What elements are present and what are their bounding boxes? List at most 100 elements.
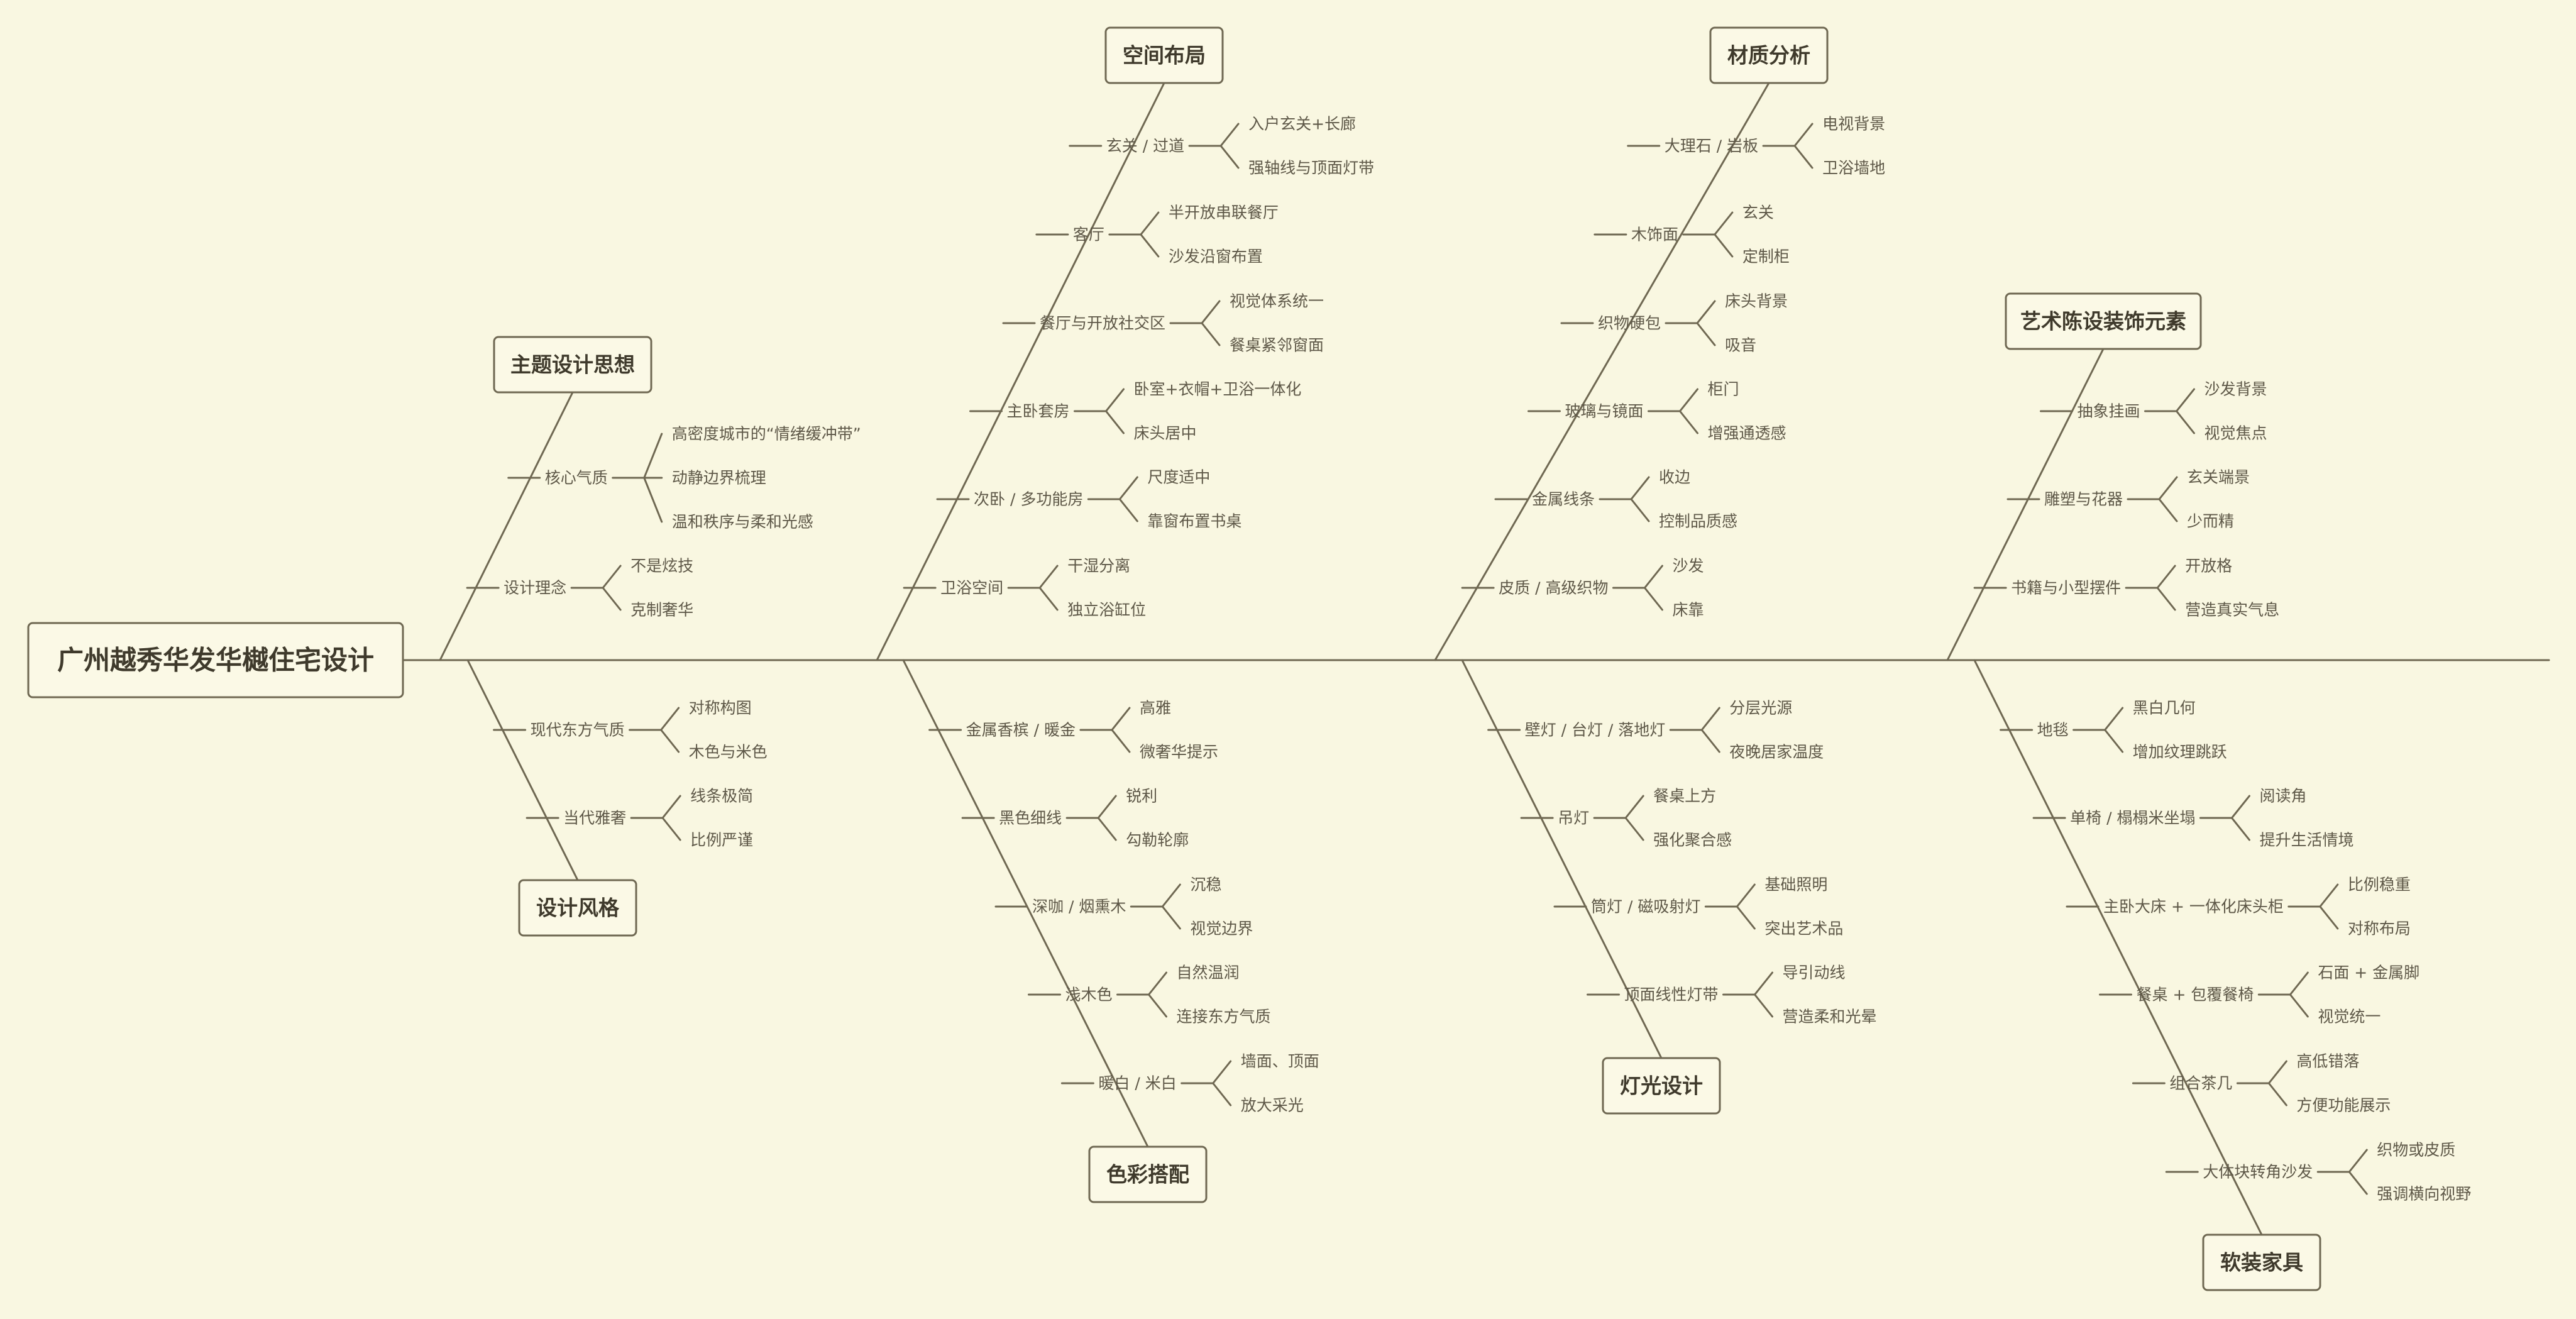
leaf-label: 干湿分离	[1067, 557, 1130, 575]
category-box	[493, 336, 652, 394]
leaf-connector	[2348, 1171, 2368, 1195]
leaf-connector	[661, 795, 681, 819]
item-label: 卫浴空间	[940, 579, 1003, 597]
leaf-connector	[1696, 322, 1716, 346]
leaf-connector	[1630, 498, 1650, 522]
item-label: 浅木色	[1065, 986, 1113, 1004]
leaf-label: 少而精	[2187, 512, 2234, 531]
leaf-label: 视觉体系统一	[1230, 292, 1324, 311]
category-title: 材质分析	[1727, 43, 1810, 68]
leaf-label: 克制奢华	[630, 601, 693, 619]
item-label: 雕塑与花器	[2044, 490, 2123, 509]
leaf-connector	[2319, 883, 2339, 908]
leaf-label: 自然温润	[1177, 964, 1240, 982]
category-rib	[439, 391, 574, 661]
leaf-label: 床头背景	[1725, 292, 1788, 311]
leaf-label: 比例严谨	[690, 831, 753, 849]
leaf-label: 床头居中	[1134, 424, 1197, 443]
leaf-connector	[660, 729, 680, 753]
item-label: 黑色细线	[999, 809, 1062, 827]
item-label: 主卧套房	[1007, 402, 1070, 421]
item-label: 壁灯 / 台灯 / 落地灯	[1525, 721, 1666, 739]
leaf-connector	[1111, 707, 1131, 731]
item-label: 大理石 / 岩板	[1665, 137, 1758, 155]
category-title: 色彩搭配	[1106, 1162, 1189, 1187]
leaf-connector	[1700, 729, 1720, 753]
leaf-label: 强轴线与顶面灯带	[1248, 159, 1374, 177]
leaf-label: 强调横向视野	[2377, 1185, 2471, 1203]
item-label: 书籍与小型摆件	[2011, 579, 2121, 597]
leaf-connector	[1201, 300, 1221, 324]
leaf-connector	[2289, 993, 2309, 1018]
leaf-connector	[2156, 587, 2176, 611]
item-label: 单椅 / 榻榻米坐塌	[2070, 809, 2195, 827]
leaf-label: 沙发	[1672, 557, 1704, 575]
leaf-connector	[1793, 123, 1814, 147]
item-label: 组合茶几	[2169, 1074, 2232, 1093]
leaf-connector	[1219, 123, 1240, 147]
leaf-connector	[643, 477, 663, 523]
category-1: 主题设计思想核心气质高密度城市的“情绪缓冲带”动静边界梳理温和秩序与柔和光感设计…	[439, 336, 861, 661]
leaf-connector	[2319, 905, 2339, 930]
leaf-label: 餐桌紧邻窗面	[1230, 336, 1324, 355]
category-title: 艺术陈设装饰元素	[2020, 309, 2186, 334]
item-label: 筒灯 / 磁吸射灯	[1591, 898, 1700, 916]
leaf-connector	[2176, 388, 2196, 412]
leaf-connector	[1714, 233, 1734, 258]
category-rib	[876, 82, 1165, 661]
category-title: 灯光设计	[1620, 1074, 1703, 1098]
category-box	[2005, 292, 2202, 350]
leaf-connector	[2176, 410, 2196, 434]
leaf-label: 高雅	[1140, 699, 1171, 717]
item-label: 大体块转角沙发	[2203, 1163, 2313, 1181]
leaf-label: 柜门	[1708, 380, 1739, 399]
category-title: 软装家具	[2220, 1250, 2303, 1275]
item-label: 皮质 / 高级织物	[1499, 579, 1608, 597]
leaf-connector	[2267, 1060, 2287, 1084]
leaf-label: 导引动线	[1783, 964, 1846, 982]
item-label: 深咖 / 烟熏木	[1032, 898, 1126, 916]
leaf-label: 电视背景	[1822, 115, 1885, 133]
category-box	[1088, 1145, 1208, 1203]
leaf-label: 微奢华提示	[1140, 743, 1218, 761]
leaf-connector	[1679, 410, 1699, 434]
item-label: 暖白 / 米白	[1098, 1074, 1176, 1093]
item-label: 地毯	[2037, 721, 2069, 739]
item-label: 现代东方气质	[531, 721, 625, 739]
leaf-connector	[1140, 211, 1160, 236]
leaf-connector	[2104, 729, 2124, 753]
leaf-label: 玄关	[1742, 204, 1774, 222]
leaf-connector	[2158, 498, 2178, 522]
leaf-connector	[1140, 233, 1160, 258]
leaf-label: 突出艺术品	[1764, 920, 1843, 938]
leaf-label: 线条极简	[690, 787, 753, 805]
leaf-label: 高密度城市的“情绪缓冲带”	[672, 425, 861, 443]
leaf-connector	[2267, 1082, 2287, 1107]
leaf-connector	[1643, 587, 1663, 611]
item-label: 餐桌 + 包覆餐椅	[2137, 986, 2254, 1004]
leaf-label: 比例稳重	[2348, 876, 2411, 894]
title-node: 广州越秀华发华樾住宅设计	[27, 622, 404, 698]
category-box	[1104, 26, 1224, 84]
item-label: 次卧 / 多功能房	[974, 490, 1083, 509]
leaf-label: 营造柔和光晕	[1783, 1008, 1877, 1026]
leaf-label: 收边	[1659, 468, 1690, 487]
